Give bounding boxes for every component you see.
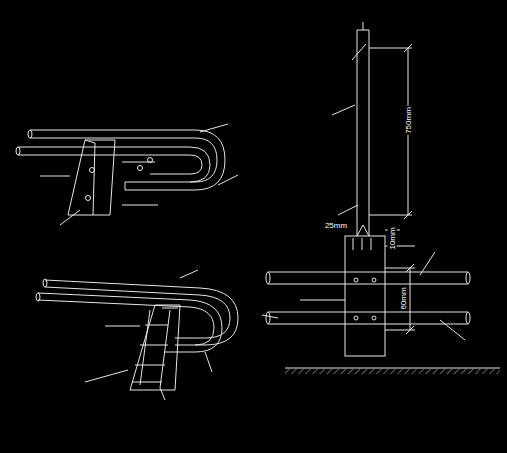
grab-bar-perspective-view — [36, 270, 238, 400]
floor-hatch — [285, 369, 500, 374]
dimension-label: 60mm — [398, 286, 407, 310]
floor-line — [285, 368, 500, 369]
dimension-label: 750mm — [404, 106, 413, 135]
dimension-label: 25mm — [324, 221, 348, 230]
grab-bar-elevation — [262, 22, 470, 356]
dimension-label: 10mm — [387, 226, 396, 250]
grab-bar-top-view — [16, 124, 238, 225]
